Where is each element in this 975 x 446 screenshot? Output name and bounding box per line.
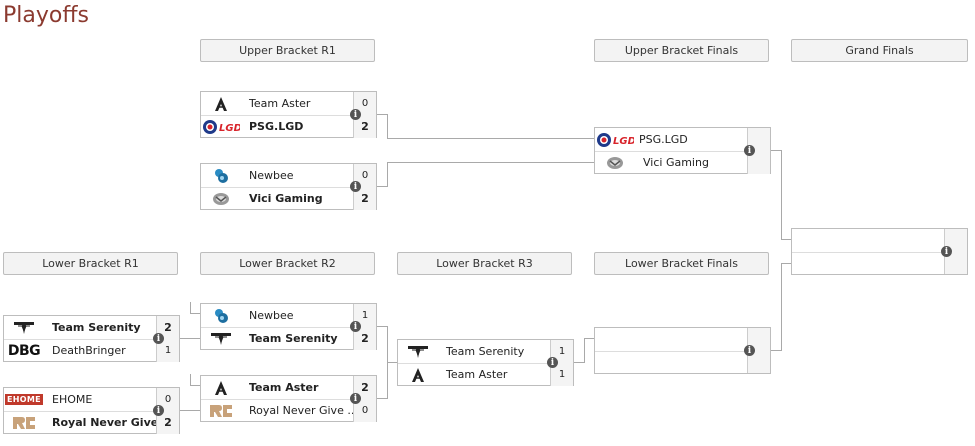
svg-text:LGD: LGD: [613, 136, 634, 147]
aster-logo-icon: [201, 92, 241, 115]
header-lower-bracket-finals: Lower Bracket Finals: [594, 252, 769, 275]
info-icon[interactable]: i: [153, 405, 164, 416]
match-lb-r1-1[interactable]: Team Serenity 2 DBG DeathBringer 1 i: [3, 315, 180, 362]
ehome-logo-text: EHOME: [5, 394, 43, 405]
psg-lgd-logo-icon: LGD: [595, 128, 635, 151]
newbee-logo-icon: [201, 164, 241, 187]
info-icon[interactable]: i: [744, 145, 755, 156]
connector-line: [387, 326, 388, 363]
match-ub-r1-1[interactable]: Team Aster 0 LGD PSG.LGD 2 i: [200, 91, 377, 138]
rng-logo-icon: [4, 411, 44, 434]
vici-logo-icon: [201, 187, 241, 210]
connector-line: [584, 338, 594, 339]
team-row[interactable]: Royal Never Give... 2: [4, 411, 179, 434]
info-icon[interactable]: i: [744, 345, 755, 356]
team-row[interactable]: Vici Gaming 2: [201, 187, 376, 210]
connector-line: [771, 150, 781, 151]
match-lb-finals[interactable]: i: [594, 327, 771, 374]
row-divider: [595, 351, 770, 352]
header-lower-bracket-r1: Lower Bracket R1: [3, 252, 178, 275]
connector-line: [377, 114, 387, 115]
match-ub-finals[interactable]: LGD PSG.LGD Vici Gaming i: [594, 127, 771, 174]
team-row[interactable]: DBG DeathBringer 1: [4, 339, 179, 362]
connector-line: [781, 263, 782, 351]
connector-line: [781, 150, 782, 239]
aster-logo-icon: [201, 376, 241, 399]
connector-line: [387, 138, 594, 139]
team-score: 2: [353, 187, 376, 210]
svg-text:LGD: LGD: [219, 123, 240, 134]
row-divider: [792, 252, 967, 253]
team-row[interactable]: LGD PSG.LGD 2: [201, 115, 376, 138]
header-lower-bracket-r3: Lower Bracket R3: [397, 252, 572, 275]
team-row[interactable]: Team Aster 1: [398, 363, 573, 386]
connector-line: [387, 362, 388, 399]
info-icon[interactable]: i: [941, 246, 952, 257]
connector-line: [180, 410, 200, 411]
header-upper-bracket-finals: Upper Bracket Finals: [594, 39, 769, 62]
match-grand-finals[interactable]: i: [791, 228, 968, 275]
ehome-logo-icon: EHOME: [4, 388, 44, 411]
team-score: 2: [156, 411, 179, 434]
team-score: 0: [353, 399, 376, 422]
connector-line: [574, 362, 584, 363]
newbee-logo-icon: [201, 304, 241, 327]
team-row[interactable]: Team Serenity 2: [201, 327, 376, 350]
info-icon[interactable]: i: [350, 393, 361, 404]
team-score: 1: [550, 363, 573, 386]
connector-line: [190, 374, 191, 386]
team-row[interactable]: Vici Gaming: [595, 151, 770, 174]
connector-line: [771, 350, 781, 351]
header-lower-bracket-r2: Lower Bracket R2: [200, 252, 375, 275]
connector-line: [180, 338, 200, 339]
header-grand-finals: Grand Finals: [791, 39, 968, 62]
connector-line: [387, 162, 388, 187]
serenity-logo-icon: [4, 316, 44, 339]
team-row[interactable]: Royal Never Give ... 0: [201, 399, 376, 422]
connector-line: [387, 362, 397, 363]
rng-logo-icon: [201, 399, 241, 422]
team-score: 1: [156, 339, 179, 362]
dbg-logo-text: DBG: [7, 342, 41, 359]
serenity-logo-icon: [201, 327, 241, 350]
info-icon[interactable]: i: [350, 181, 361, 192]
connector-line: [377, 326, 387, 327]
aster-logo-icon: [398, 363, 438, 386]
connector-line: [387, 162, 594, 163]
connector-line: [377, 186, 387, 187]
team-score: 2: [353, 115, 376, 138]
connector-line: [584, 338, 585, 363]
info-icon[interactable]: i: [547, 357, 558, 368]
match-lb-r2-1[interactable]: Newbee 1 Team Serenity 2 i: [200, 303, 377, 350]
dbg-logo-icon: DBG: [4, 339, 44, 362]
team-score: 2: [353, 327, 376, 350]
header-upper-bracket-r1: Upper Bracket R1: [200, 39, 375, 62]
team-score: [747, 151, 770, 174]
match-lb-r3[interactable]: Team Serenity 1 Team Aster 1 i: [397, 339, 574, 386]
connector-line: [377, 398, 387, 399]
page-title: Playoffs: [3, 3, 89, 28]
connector-line: [190, 385, 200, 386]
connector-line: [190, 313, 200, 314]
connector-line: [781, 263, 791, 264]
info-icon[interactable]: i: [153, 333, 164, 344]
serenity-logo-icon: [398, 340, 438, 363]
vici-logo-icon: [595, 151, 635, 174]
connector-line: [190, 302, 191, 314]
match-lb-r2-2[interactable]: Team Aster 2 Royal Never Give ... 0 i: [200, 375, 377, 422]
connector-line: [387, 114, 388, 139]
match-lb-r1-2[interactable]: EHOME EHOME 0 Royal Never Give... 2 i: [3, 387, 180, 434]
info-icon[interactable]: i: [350, 109, 361, 120]
psg-lgd-logo-icon: LGD: [201, 115, 241, 138]
connector-line: [781, 239, 791, 240]
info-icon[interactable]: i: [350, 321, 361, 332]
match-ub-r1-2[interactable]: Newbee 0 Vici Gaming 2 i: [200, 163, 377, 210]
